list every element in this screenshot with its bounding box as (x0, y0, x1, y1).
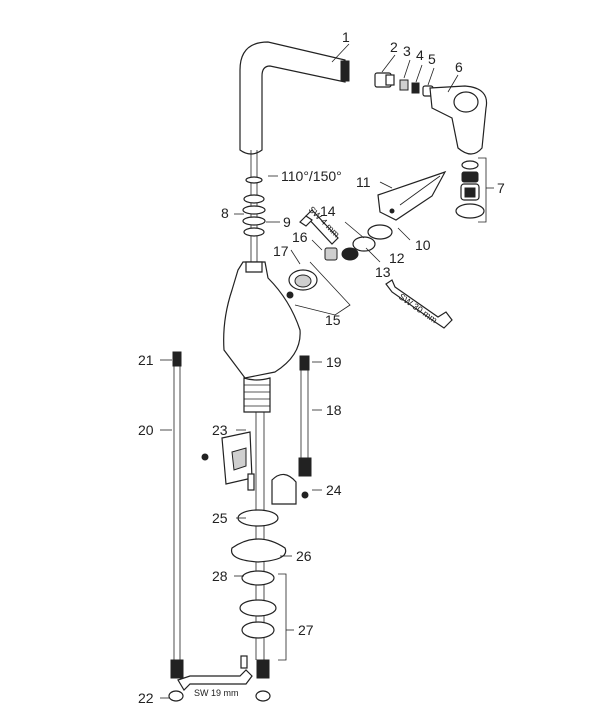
callout-8: 8 (221, 205, 229, 221)
callout-1: 1 (342, 29, 350, 45)
mixer-body (223, 261, 301, 413)
supply-hose-right (298, 355, 312, 477)
callout-17: 17 (273, 243, 289, 259)
wrench-30-tool (385, 279, 453, 329)
wrench-19-tool (177, 669, 253, 691)
wrench-30-size-label: SW 30 mm (397, 291, 439, 325)
callout-21: 21 (138, 352, 154, 368)
callout-27: 27 (298, 622, 314, 638)
callout-6: 6 (455, 59, 463, 75)
aerator-parts (455, 157, 494, 223)
callout-16: 16 (292, 229, 308, 245)
callout-18: 18 (326, 402, 342, 418)
mounting-kit (201, 412, 309, 660)
callout-13: 13 (375, 264, 391, 280)
callout-labels: 1 2 3 4 5 6 7 8 9 10 11 12 13 14 15 16 1… (138, 29, 505, 706)
callout-5: 5 (428, 51, 436, 67)
callout-14: 14 (320, 203, 336, 219)
callout-4: 4 (416, 47, 424, 63)
swivel-angle-label: 110°/150° (281, 168, 342, 184)
callout-26: 26 (296, 548, 312, 564)
callout-20: 20 (138, 422, 154, 438)
spray-head-part (429, 85, 488, 155)
lever-handle-part (377, 170, 447, 221)
callout-24: 24 (326, 482, 342, 498)
callout-25: 25 (212, 510, 228, 526)
callout-23: 23 (212, 422, 228, 438)
pull-out-hose (242, 150, 266, 262)
callout-10: 10 (415, 237, 431, 253)
hex-key-tool (299, 209, 339, 245)
callout-7: 7 (497, 180, 505, 196)
supply-hose-left (168, 351, 184, 702)
callout-22: 22 (138, 690, 154, 706)
wrench-19-size-label: SW 19 mm (194, 688, 239, 698)
callout-28: 28 (212, 568, 228, 584)
spout-connectors (374, 72, 434, 97)
callout-9: 9 (283, 214, 291, 230)
callout-11: 11 (356, 174, 371, 190)
callout-3: 3 (403, 43, 411, 59)
cartridge-parts (286, 224, 393, 316)
callout-15: 15 (325, 312, 341, 328)
washers (230, 509, 287, 702)
leader-lines (160, 43, 459, 699)
callout-2: 2 (390, 39, 398, 55)
spout-part (239, 41, 350, 155)
annotations: 110°/150° SW 4 mm SW 30 mm SW 19 mm (194, 168, 439, 698)
callout-12: 12 (389, 250, 405, 266)
callout-19: 19 (326, 354, 342, 370)
